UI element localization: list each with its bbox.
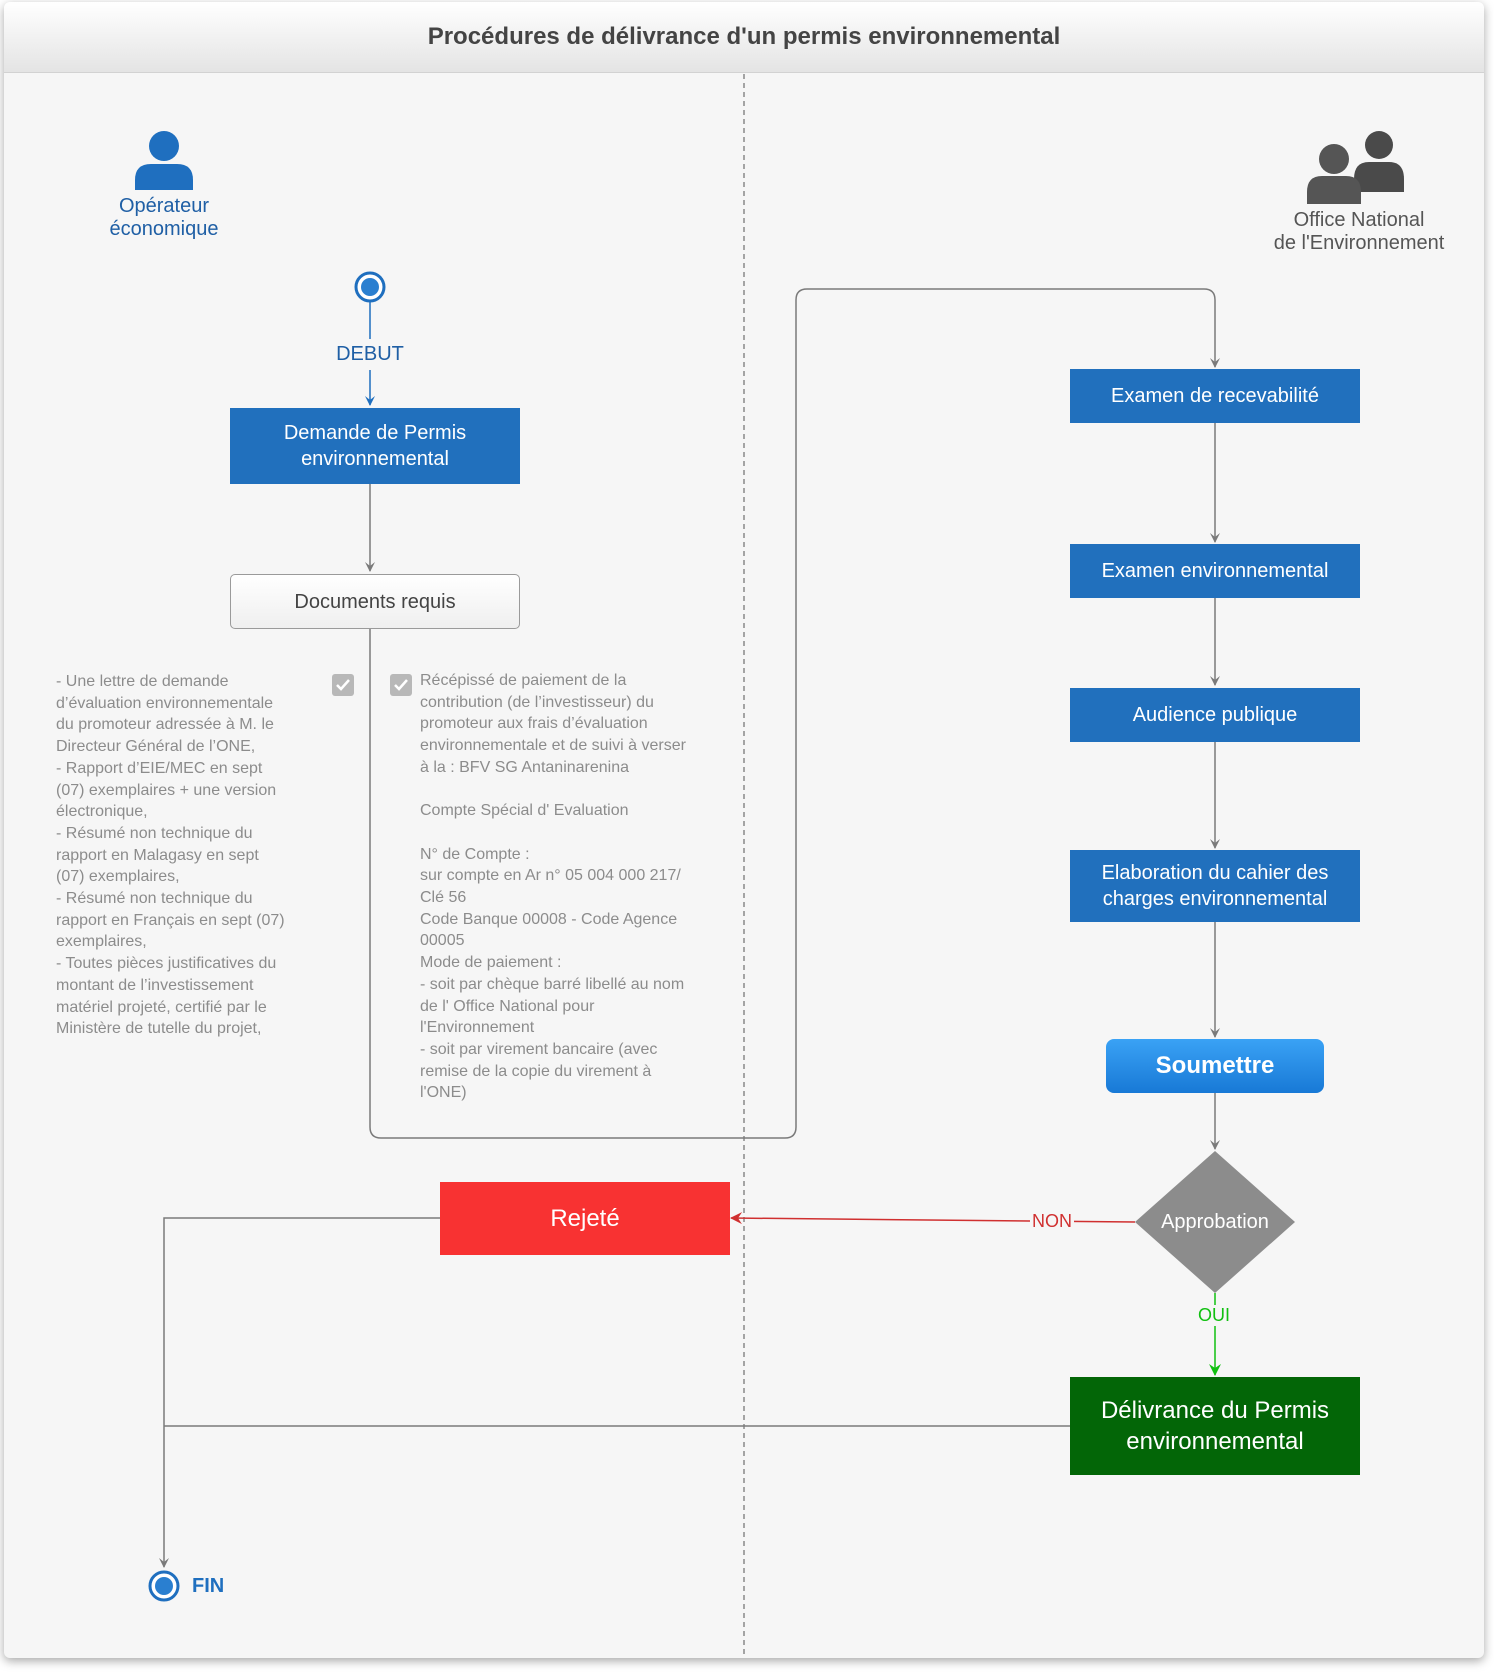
note-recepisse-paiement: Récépissé de paiement de la contribution… — [420, 672, 686, 1102]
check-icon — [336, 679, 350, 691]
end-label: FIN — [192, 1575, 225, 1597]
checkbox-recepisse[interactable] — [390, 674, 412, 696]
note-documents-list: - Une lettre de demande d’évaluation env… — [56, 673, 285, 1038]
node-demande-permis[interactable]: Demande de Permis environnemental — [230, 408, 520, 484]
end-node — [148, 1570, 180, 1602]
edge-label-oui: OUI — [1196, 1305, 1233, 1326]
diagram-frame: Procédures de délivrance d'un permis env… — [4, 2, 1484, 1658]
lane-label-one: Office National de l'Environnement — [1273, 209, 1445, 254]
node-approbation-label: Approbation — [1161, 1211, 1269, 1233]
check-icon — [394, 679, 408, 691]
users-group-icon — [1307, 131, 1404, 204]
lane-label-operateur: Opérateur économique — [109, 195, 219, 240]
connectors-layer — [135, 74, 1404, 1658]
node-examen-environnemental[interactable]: Examen environnemental — [1070, 544, 1360, 598]
edge-non — [730, 1212, 1136, 1225]
diagram-title: Procédures de délivrance d'un permis env… — [4, 2, 1484, 73]
edge-documents-recevabilite — [369, 288, 1220, 1139]
start-node — [354, 271, 386, 303]
edge-label-non: NON — [1030, 1211, 1074, 1232]
checkbox-documents-list[interactable] — [332, 674, 354, 696]
node-documents-requis[interactable]: Documents requis — [230, 574, 520, 629]
node-delivrance-permis[interactable]: Délivrance du Permis environnemental — [1070, 1377, 1360, 1475]
edge-rejete-fin — [159, 1217, 440, 1568]
start-label: DEBUT — [330, 343, 410, 366]
node-audience-publique[interactable]: Audience publique — [1070, 688, 1360, 742]
node-cahier-charges[interactable]: Elaboration du cahier des charges enviro… — [1070, 850, 1360, 922]
node-examen-recevabilite[interactable]: Examen de recevabilité — [1070, 369, 1360, 423]
soumettre-button[interactable]: Soumettre — [1106, 1039, 1324, 1093]
user-icon — [135, 131, 193, 190]
node-rejete[interactable]: Rejeté — [440, 1182, 730, 1255]
decision-diamond — [1135, 1151, 1295, 1293]
